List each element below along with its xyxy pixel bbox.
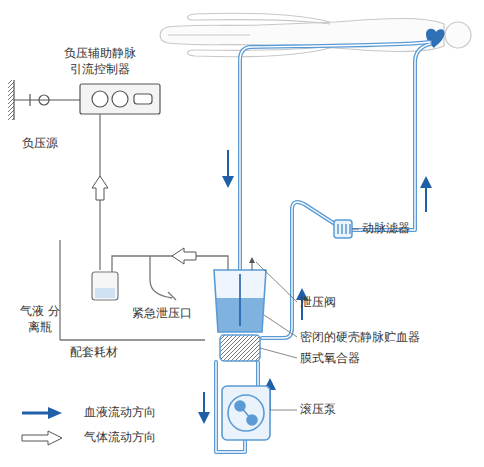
gas-flow-arrow — [92, 176, 108, 200]
arterial-filter — [334, 220, 352, 238]
roller-pump — [240, 406, 252, 420]
roller-pump — [228, 395, 264, 431]
arterial-filter — [338, 224, 350, 234]
legend-gas-sample — [22, 431, 62, 445]
blood-tubing — [216, 42, 430, 452]
legend-blood-sample — [22, 407, 62, 419]
blood-flow-arrow — [198, 412, 210, 424]
legend-text: 血液流动方向 — [84, 405, 156, 421]
vavd-controller — [112, 91, 128, 107]
venous-reservoir — [264, 315, 297, 337]
part-label: 密闭的硬壳静脉贮血器 — [300, 330, 420, 346]
gas-flow-arrow — [92, 176, 196, 264]
blood-flow-arrow — [198, 150, 432, 424]
part-label: 紧急泄压口 — [132, 306, 192, 322]
vavd-controller — [134, 94, 152, 104]
blood-flow-arrow — [203, 392, 205, 414]
vavd-controller — [80, 84, 160, 114]
venous-reservoir — [214, 270, 266, 332]
gas-line — [168, 292, 176, 300]
part-label: 负压辅助静脉 引流控制器 — [62, 46, 138, 77]
legend-text: 气体流动方向 — [84, 430, 156, 446]
gas-line — [150, 256, 172, 298]
part-label: 负压源 — [22, 136, 58, 152]
venous-reservoir — [249, 257, 255, 263]
part-label: 动脉滤器 — [362, 221, 410, 237]
blood-tubing — [262, 202, 338, 338]
venous-reservoir — [239, 274, 241, 326]
blood-flow-arrow — [420, 176, 432, 188]
gas-line — [60, 240, 205, 340]
vacuum-source — [8, 80, 80, 120]
roller-pump — [270, 410, 297, 411]
blood-tubing — [240, 42, 430, 270]
blood-tubing — [350, 44, 430, 230]
vacuum-source — [39, 95, 49, 105]
blood-flow-arrow — [227, 150, 229, 178]
vacuum-source — [14, 94, 80, 106]
part-label: 配套耗材 — [70, 345, 118, 361]
membrane-oxygenator — [220, 335, 297, 361]
patient-outline — [445, 22, 471, 48]
gas-line — [60, 114, 228, 340]
vavd-controller — [92, 91, 108, 107]
blood-tubing — [216, 42, 430, 452]
blood-tubing — [256, 362, 260, 386]
venous-reservoir — [256, 262, 297, 302]
legend-blood-sample — [22, 412, 50, 415]
blood-flow-arrow — [425, 186, 427, 212]
part-label: 气液 分离瓶 — [20, 304, 60, 335]
blood-flow-arrow — [222, 176, 234, 188]
blood-tubing — [257, 362, 258, 386]
venous-reservoir — [214, 257, 297, 337]
blood-tubing — [216, 42, 430, 452]
vacuum-source — [8, 80, 14, 120]
patient-outline — [168, 34, 250, 35]
blood-tubing — [240, 42, 430, 270]
legend-gas-sample — [22, 431, 62, 445]
legend-blood-sample — [48, 407, 62, 419]
separation-bottle — [92, 272, 118, 300]
separation-bottle — [92, 272, 118, 300]
venous-reservoir — [252, 262, 253, 270]
patient-outline — [160, 13, 471, 56]
patient-outline — [188, 13, 331, 24]
part-label: 膜式氧合器 — [300, 351, 360, 367]
part-label: 泄压阀 — [300, 295, 336, 311]
gas-flow-arrow — [172, 248, 196, 264]
gas-line — [112, 256, 228, 272]
blood-tubing — [350, 44, 430, 230]
membrane-oxygenator — [220, 335, 260, 361]
vavd-controller — [80, 84, 160, 114]
arterial-filter — [334, 220, 359, 238]
blood-tubing — [262, 202, 338, 338]
arterial-filter — [352, 229, 359, 230]
separation-bottle — [95, 288, 115, 298]
membrane-oxygenator — [260, 348, 297, 358]
part-label: 滚压泵 — [300, 402, 336, 418]
roller-pump — [222, 386, 270, 440]
roller-pump — [222, 386, 297, 440]
